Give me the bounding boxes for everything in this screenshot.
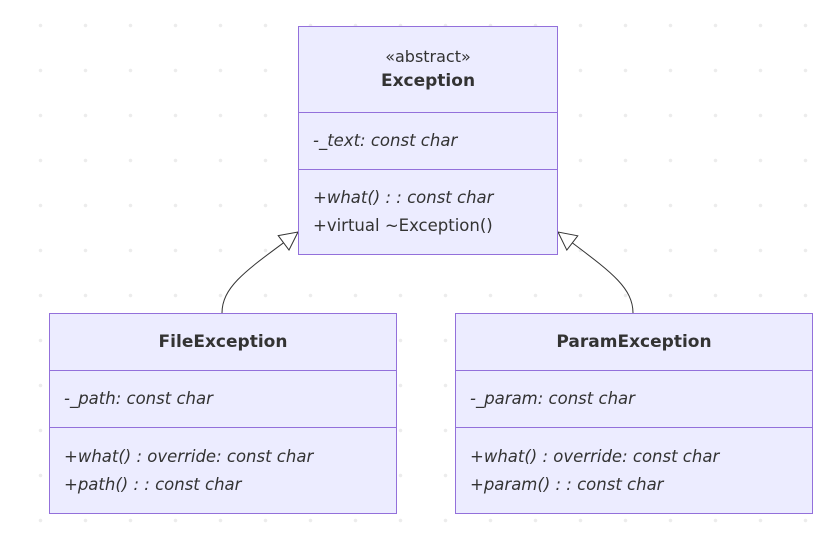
class-name: ParamException	[556, 332, 712, 352]
class-methods: +what() : override: const char +path() :…	[50, 428, 396, 513]
class-header: «abstract» Exception	[299, 27, 557, 113]
class-name: FileException	[158, 332, 288, 352]
edge-paramexception-to-exception	[558, 232, 634, 314]
class-attributes: -_param: const char	[456, 371, 812, 428]
class-header: ParamException	[456, 314, 812, 371]
class-methods: +what() : override: const char +param() …	[456, 428, 812, 513]
edge-fileexception-to-exception	[221, 232, 298, 314]
class-methods: +what() : : const char +virtual ~Excepti…	[299, 170, 557, 254]
attribute-text: -_text: const char	[313, 131, 458, 150]
method-what: +what() : : const char	[313, 188, 494, 207]
attribute-param: -_param: const char	[470, 389, 635, 408]
class-name: Exception	[380, 70, 476, 91]
class-header: FileException	[50, 314, 396, 371]
class-stereotype: «abstract»	[385, 46, 471, 66]
method-path: +path() : : const char	[64, 474, 242, 494]
class-exception[interactable]: «abstract» Exception -_text: const char …	[298, 26, 558, 255]
class-attributes: -_text: const char	[299, 113, 557, 170]
method-what: +what() : override: const char	[470, 446, 720, 466]
method-param: +param() : : const char	[470, 474, 664, 494]
class-attributes: -_path: const char	[50, 371, 396, 428]
class-file-exception[interactable]: FileException -_path: const char +what()…	[49, 313, 397, 514]
class-param-exception[interactable]: ParamException -_param: const char +what…	[455, 313, 813, 514]
method-what: +what() : override: const char	[64, 446, 314, 466]
method-destructor: +virtual ~Exception()	[313, 216, 493, 235]
attribute-path: -_path: const char	[64, 389, 213, 408]
